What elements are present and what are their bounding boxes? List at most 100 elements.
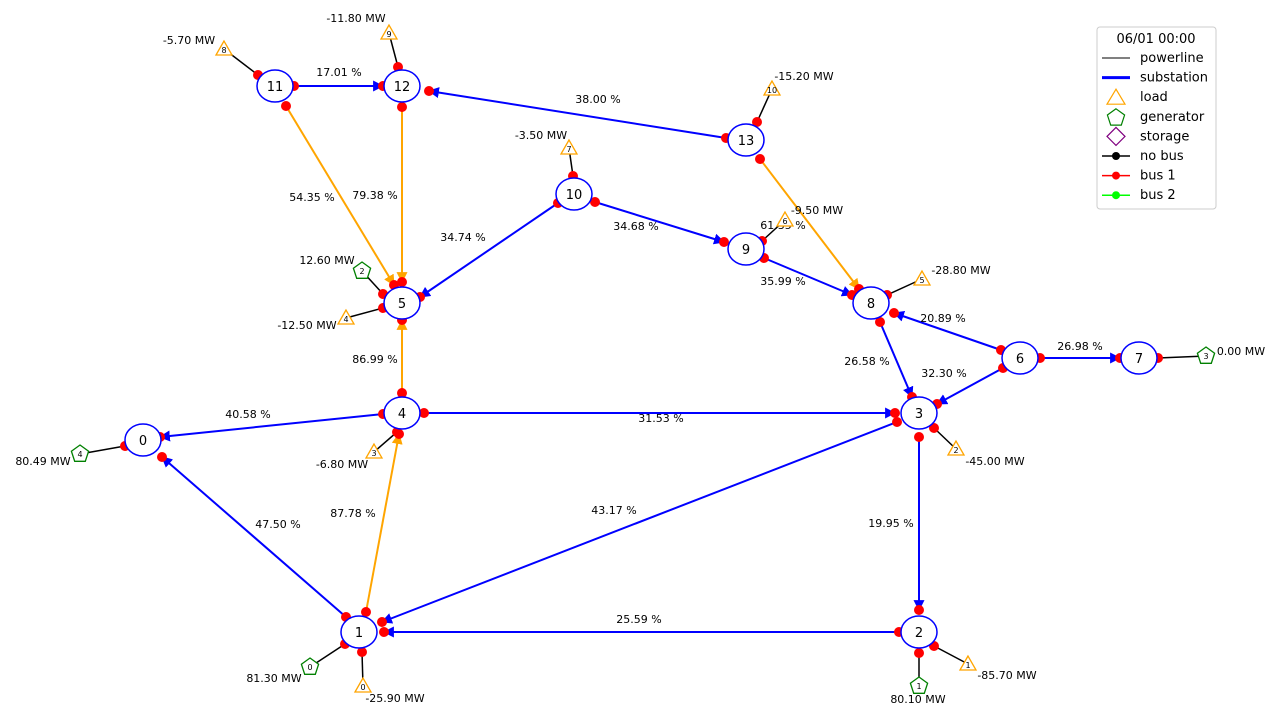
powerline-1-0 xyxy=(161,456,347,618)
load-value-3: -6.80 MW xyxy=(316,458,368,471)
load-connector-2 xyxy=(933,427,957,450)
powerline-11-5 xyxy=(285,105,395,286)
bus-dot-line-12-5-start xyxy=(397,102,407,112)
load-id-0: 0 xyxy=(360,683,365,692)
red-dot-line-icon xyxy=(1102,171,1130,180)
line-label-12-5: 79.38 % xyxy=(352,189,397,202)
powerline-4-0 xyxy=(158,413,384,442)
substation-2 xyxy=(900,615,938,649)
load-connector-1 xyxy=(933,645,969,665)
bus-dot-line-4-3-start xyxy=(419,408,429,418)
powerline-6-8 xyxy=(892,311,1002,351)
substation-label-11: 11 xyxy=(267,80,284,95)
generator-id-2: 2 xyxy=(359,267,364,276)
bus-dot-load-2 xyxy=(929,423,939,433)
bus-dot-load-0 xyxy=(357,647,367,657)
load-triangle-icon-2 xyxy=(946,439,966,456)
bus-dot-line-12-5-end xyxy=(397,277,407,287)
powerline-10-9 xyxy=(594,201,726,245)
injections-layer: 0-25.90 MW1-85.70 MW2-45.00 MW3-6.80 MW4… xyxy=(15,12,1265,706)
green-dot-line-icon-dot xyxy=(1112,191,1120,200)
bus-dot-line-3-2-start xyxy=(914,432,924,442)
load-value-4: -12.50 MW xyxy=(277,319,336,332)
bus-dot-line-13-12-end xyxy=(424,86,434,96)
substation-6 xyxy=(1001,341,1039,375)
line-label-11-5: 54.35 % xyxy=(289,191,334,204)
line-label-6-7: 26.98 % xyxy=(1057,340,1102,353)
bus-dot-line-10-9-start xyxy=(590,197,600,207)
load-triangle-icon-4 xyxy=(336,308,356,325)
red-dot-line-icon-dot xyxy=(1112,171,1120,180)
generator-value-4: 80.49 MW xyxy=(15,455,70,468)
generator-id-1: 1 xyxy=(916,682,921,691)
generator-id-3: 3 xyxy=(1203,352,1208,361)
substation-label-10: 10 xyxy=(566,188,583,203)
line-label-1-4: 87.78 % xyxy=(330,507,375,520)
bus-dot-line-8-3-start xyxy=(875,317,885,327)
powerline-9-8 xyxy=(763,257,854,297)
legend-label-7: bus 2 xyxy=(1140,188,1176,203)
legend-label-6: bus 1 xyxy=(1140,169,1176,184)
generator-pentagon-icon-0 xyxy=(300,657,320,675)
generator-id-4: 4 xyxy=(77,450,82,459)
line-label-4-0: 40.58 % xyxy=(225,408,270,421)
bus-dot-line-1-4-start xyxy=(361,607,371,617)
load-id-1: 1 xyxy=(965,661,970,670)
line-label-9-8: 35.99 % xyxy=(760,275,805,288)
load-id-10: 10 xyxy=(767,86,777,95)
substation-label-12: 12 xyxy=(394,80,411,95)
load-id-4: 4 xyxy=(343,315,348,324)
black-dot-line-icon xyxy=(1102,152,1130,160)
substation-label-8: 8 xyxy=(867,297,875,312)
load-triangle-icon-9 xyxy=(379,23,399,40)
load-triangle-icon-8 xyxy=(214,39,234,56)
bus-dot-line-6-8-end xyxy=(889,308,899,318)
substation-7 xyxy=(1120,341,1158,375)
bus-dot-line-11-5-start xyxy=(281,101,291,111)
substation-label-4: 4 xyxy=(398,407,406,422)
bus-dot-load-10 xyxy=(752,117,762,127)
legend-timestamp: 06/01 00:00 xyxy=(1116,32,1195,47)
load-value-7: -3.50 MW xyxy=(515,129,567,142)
load-id-5: 5 xyxy=(919,276,924,285)
substation-12 xyxy=(383,69,421,103)
substation-label-2: 2 xyxy=(915,626,923,641)
generator-id-0: 0 xyxy=(307,663,312,672)
substation-label-7: 7 xyxy=(1135,352,1143,367)
bus-dot-line-3-1-start xyxy=(892,417,902,427)
line-label-8-3: 26.58 % xyxy=(844,355,889,368)
substation-5 xyxy=(383,286,421,320)
substation-1 xyxy=(340,615,378,649)
generator-pentagon-icon-3 xyxy=(1196,346,1216,364)
line-label-11-12: 17.01 % xyxy=(316,66,361,79)
line-label-13-12: 38.00 % xyxy=(575,93,620,106)
generator-pentagon-icon-1 xyxy=(909,676,929,694)
legend-label-2: load xyxy=(1140,90,1168,105)
load-triangle-icon-1 xyxy=(958,654,978,671)
substation-label-5: 5 xyxy=(398,297,406,312)
line-label-4-5: 86.99 % xyxy=(352,353,397,366)
legend-label-0: powerline xyxy=(1140,51,1204,66)
line-label-6-8: 20.89 % xyxy=(920,312,965,325)
load-triangle-icon-7 xyxy=(559,138,579,155)
purple-diamond-icon xyxy=(1106,126,1126,147)
powerline-10-5 xyxy=(419,202,559,298)
load-id-8: 8 xyxy=(221,46,226,55)
line-label-10-9: 34.68 % xyxy=(613,220,658,233)
load-value-8: -5.70 MW xyxy=(163,34,215,47)
substation-label-9: 9 xyxy=(742,243,750,258)
legend-label-4: storage xyxy=(1140,129,1189,144)
substation-0 xyxy=(124,423,162,457)
substation-label-1: 1 xyxy=(355,626,363,641)
line-label-3-2: 19.95 % xyxy=(868,517,913,530)
green-dot-line-icon xyxy=(1102,191,1130,200)
bus-dot-line-4-5-start xyxy=(397,388,407,398)
powerline-13-8 xyxy=(759,158,860,290)
substation-label-13: 13 xyxy=(738,134,755,149)
substation-label-3: 3 xyxy=(915,407,923,422)
substation-label-0: 0 xyxy=(139,434,147,449)
black-dot-line-icon-dot xyxy=(1112,152,1120,160)
load-connector-3 xyxy=(373,431,398,453)
line-label-3-1: 43.17 % xyxy=(591,504,636,517)
